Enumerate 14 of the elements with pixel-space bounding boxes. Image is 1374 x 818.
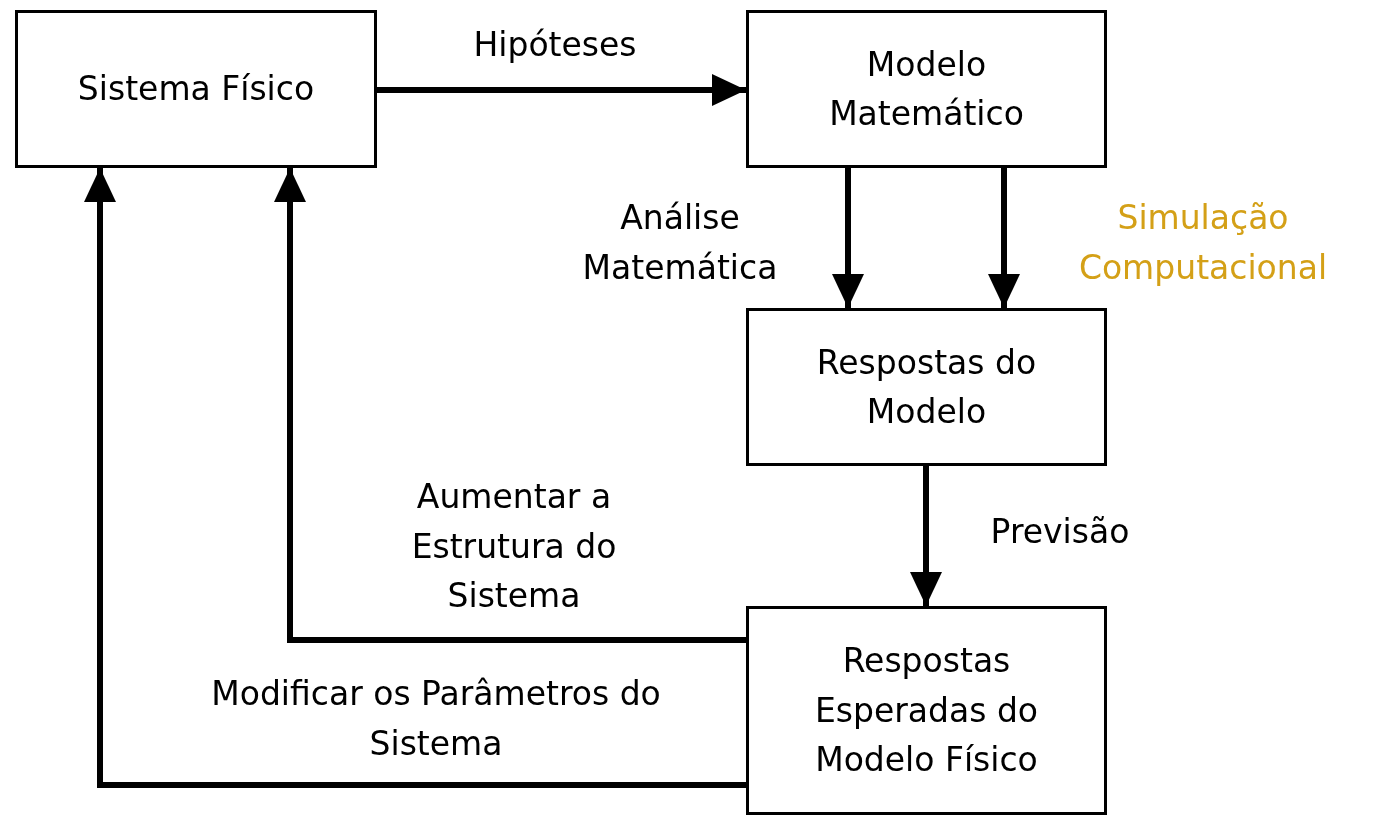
box-label: Respostas Esperadas do Modelo Físico <box>813 640 1040 782</box>
box-label: Modelo Matemático <box>828 43 1025 135</box>
process-box <box>746 606 1107 815</box>
box-label: Sistema Físico <box>77 68 315 111</box>
process-box <box>746 10 1107 168</box>
arrow <box>274 168 746 643</box>
arrow <box>832 168 864 308</box>
arrow <box>377 74 746 106</box>
arrow <box>988 168 1020 308</box>
arrow <box>84 168 746 788</box>
arrow <box>910 466 942 606</box>
box-label: Respostas do Modelo <box>815 341 1038 433</box>
process-box <box>746 308 1107 466</box>
process-box <box>15 10 377 168</box>
